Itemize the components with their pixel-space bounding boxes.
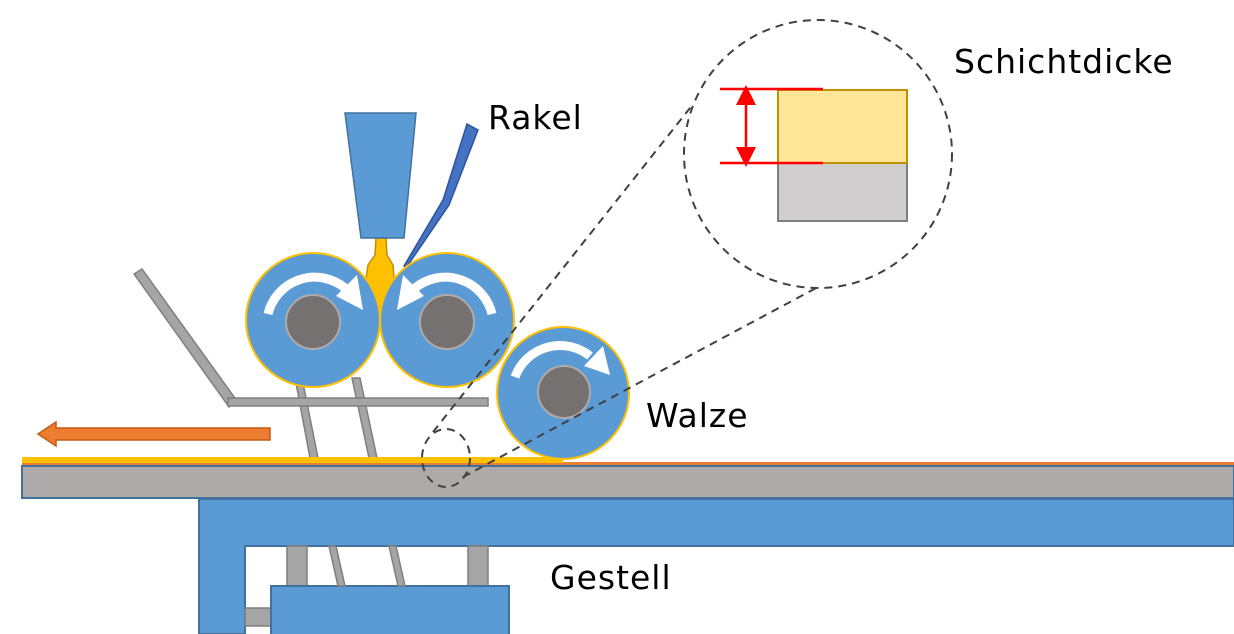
clockwise-arrow-icon: [263, 272, 363, 316]
stand-leg-1: [295, 382, 319, 459]
table: [21, 457, 1234, 499]
detail-callout: [421, 19, 953, 488]
hopper-body: [344, 112, 417, 239]
detail-substrate: [777, 162, 908, 222]
substrate-strip: [22, 462, 1234, 466]
label-rakel: Rakel: [488, 98, 583, 137]
transport-arrow-icon: [36, 420, 271, 448]
counterclockwise-arrow-icon: [397, 272, 497, 316]
callout-small-circle: [421, 428, 471, 488]
frame-body: [198, 498, 1234, 634]
table-top: [21, 465, 1234, 499]
layer-detail: [720, 85, 908, 222]
label-walze: Walze: [646, 396, 749, 435]
paste-hopper: [344, 112, 417, 310]
roller-right-walze: [496, 326, 630, 460]
frame-vertical-post-left: [286, 545, 308, 587]
clockwise-arrow-icon: [510, 341, 610, 379]
frame-base-block: [270, 585, 510, 634]
coating-layer: [22, 457, 563, 463]
roller-left: [245, 252, 381, 388]
frame-vertical-post-right: [467, 545, 489, 587]
stand-leg-1-lower: [328, 545, 346, 587]
callout-line-lower: [462, 286, 819, 478]
frame-gestell: [198, 498, 1234, 634]
roller-right-core: [537, 365, 591, 419]
stand-leg-2: [351, 377, 378, 459]
detail-coating: [777, 89, 908, 164]
stand-leg-2-lower: [388, 545, 406, 587]
doctor-blade-rakel: [403, 122, 479, 270]
roller-middle-core: [419, 294, 475, 350]
callout-large-circle: [683, 19, 953, 289]
label-gestell: Gestell: [550, 558, 672, 597]
label-schichtdicke: Schichtdicke: [954, 42, 1174, 81]
roller-left-core: [285, 294, 341, 350]
stand-diagonal-arm: [132, 267, 239, 409]
stand-horizontal-arm: [227, 397, 489, 407]
roller-middle: [379, 252, 515, 388]
